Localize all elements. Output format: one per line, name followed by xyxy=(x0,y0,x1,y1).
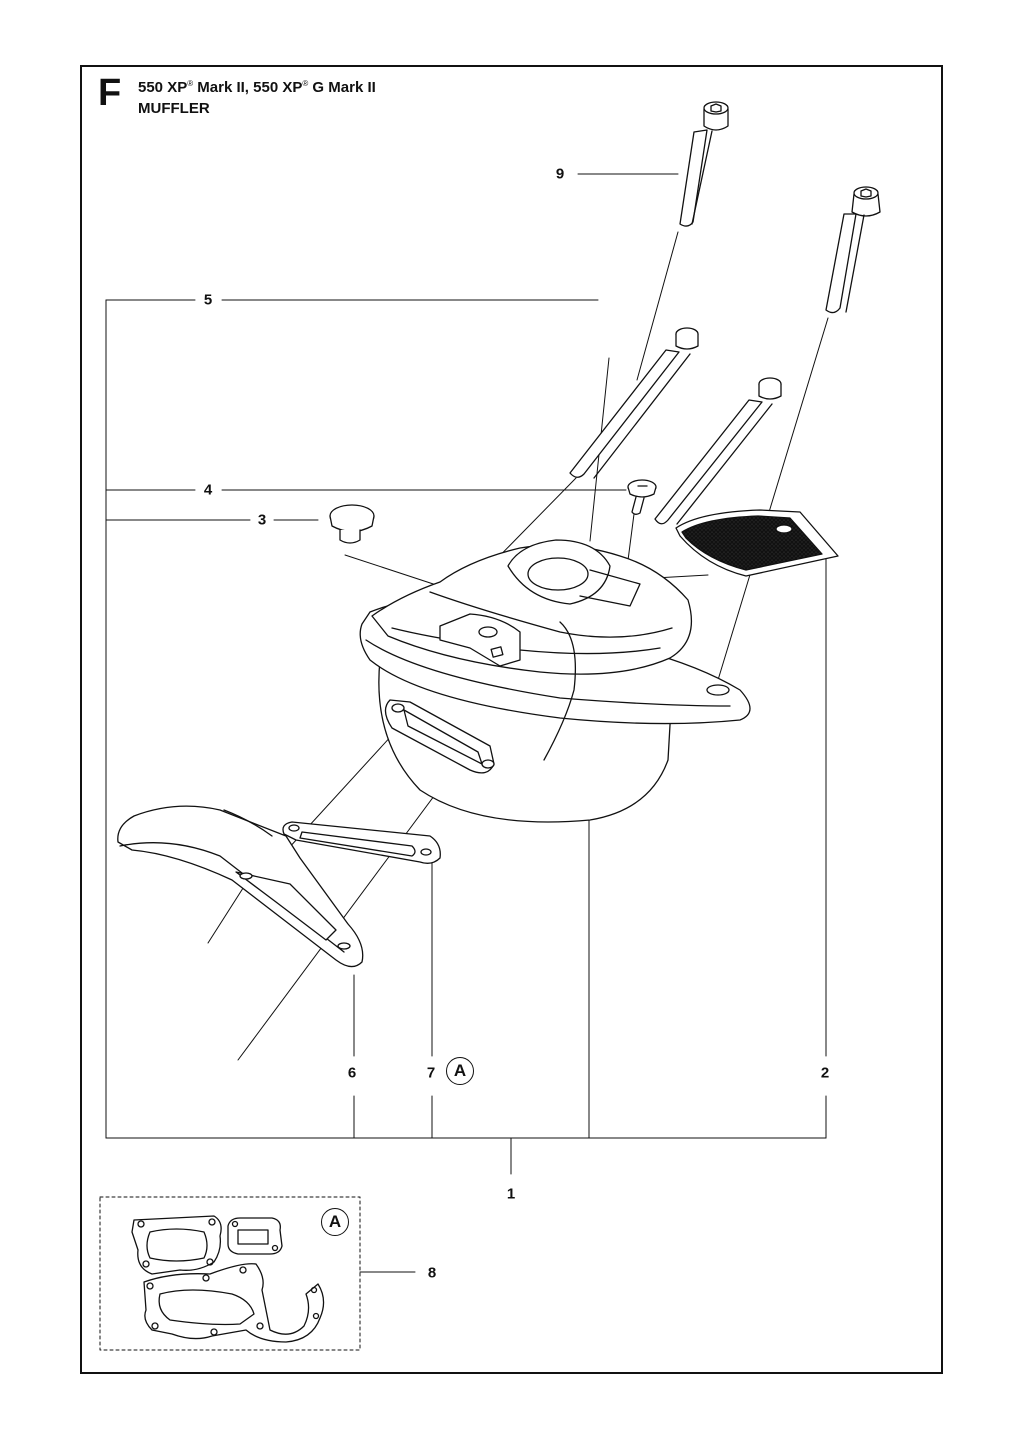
spark-arrestor-screen-part-2 xyxy=(675,509,839,577)
muffler-body-part-1 xyxy=(359,539,751,823)
section-letter: F xyxy=(98,72,122,114)
bolt-right xyxy=(654,377,782,525)
callout-2: 2 xyxy=(820,1064,830,1082)
callout-3: 3 xyxy=(257,511,267,529)
callout-8: 8 xyxy=(427,1264,437,1282)
callout-1: 1 xyxy=(506,1185,516,1203)
model-title-part3: G Mark II xyxy=(308,79,376,96)
diagram-frame xyxy=(80,65,943,1374)
callout-9: 9 xyxy=(555,165,565,183)
leader-lines xyxy=(105,173,829,1273)
screw-part-4 xyxy=(627,479,657,515)
deflector-part-6 xyxy=(117,805,364,968)
kit-marker-a-box: A xyxy=(321,1208,349,1236)
model-title-part1: 550 XP xyxy=(138,79,188,96)
callout-7: 7 xyxy=(426,1064,436,1082)
cap-part-3 xyxy=(329,504,375,544)
model-title: 550 XP® Mark II, 550 XP® G Mark II xyxy=(138,79,376,96)
diagram-subtitle: MUFFLER xyxy=(138,100,210,117)
callout-4: 4 xyxy=(203,481,213,499)
registered-mark: ® xyxy=(187,79,194,88)
gasket-part-7 xyxy=(282,821,441,864)
model-title-part2: Mark II, 550 XP xyxy=(193,79,303,96)
bolt-part-5 xyxy=(569,327,699,479)
kit-marker-a: A xyxy=(446,1057,474,1085)
callout-6: 6 xyxy=(347,1064,357,1082)
callout-5: 5 xyxy=(203,291,213,309)
registered-mark: ® xyxy=(302,79,309,88)
screw-part-9 xyxy=(679,101,729,227)
gasket-kit-box xyxy=(99,1196,361,1351)
screw-right-long xyxy=(825,186,881,314)
